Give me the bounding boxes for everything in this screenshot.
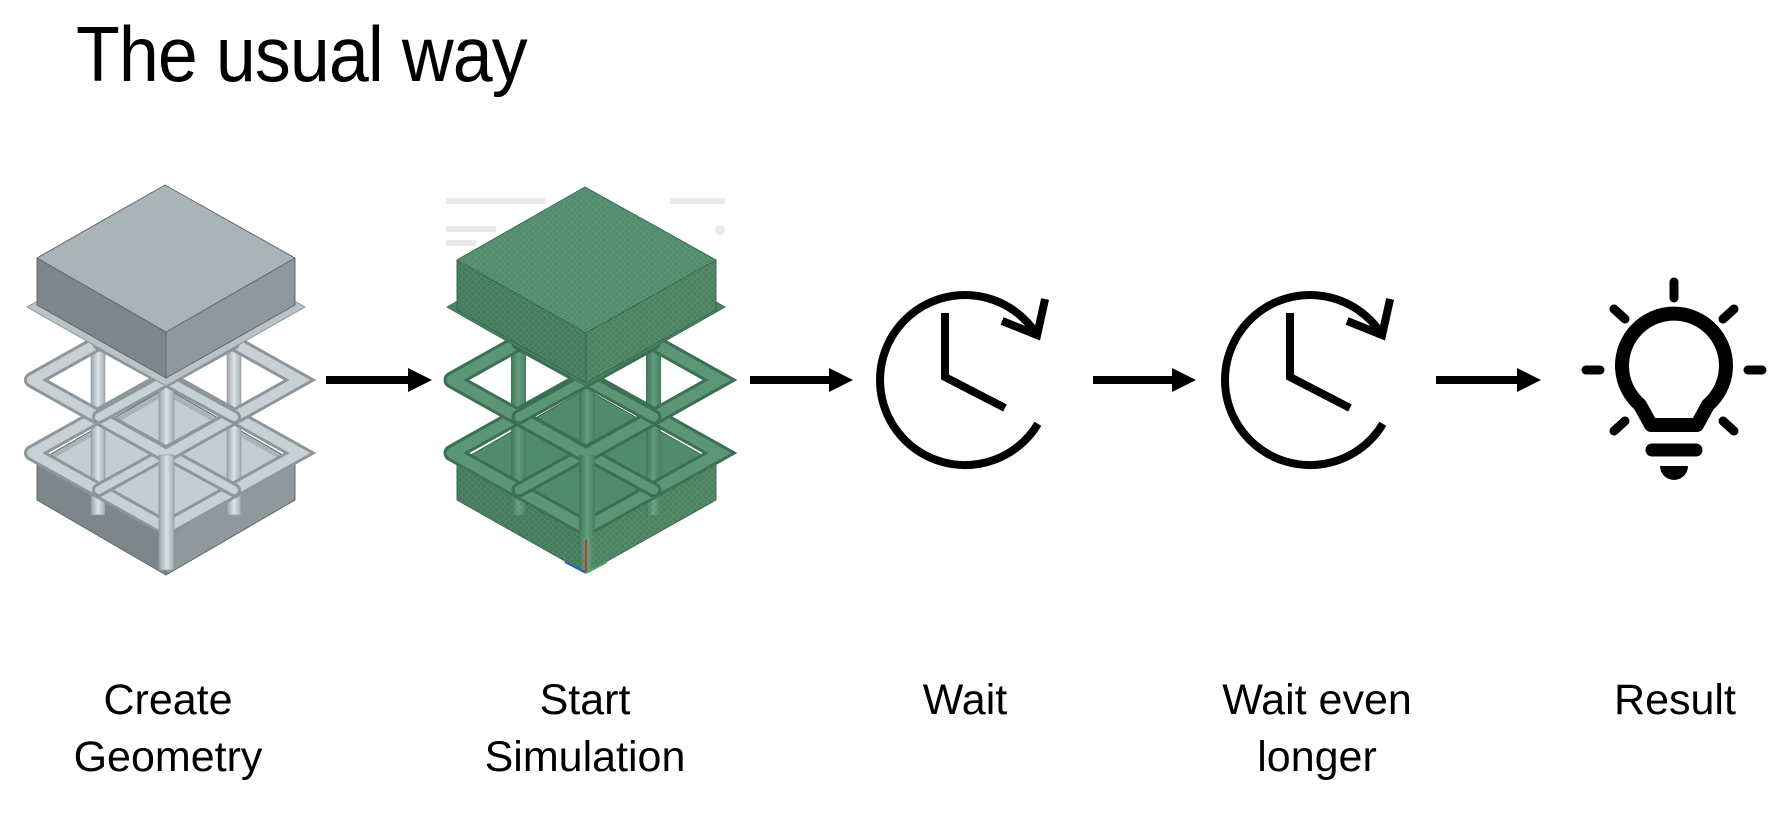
clock-arc — [876, 291, 1042, 469]
label-line: Start — [539, 676, 631, 724]
clock-arrowhead — [1000, 298, 1050, 341]
step-label-result: Result — [1515, 672, 1789, 729]
label-line: longer — [1257, 733, 1377, 781]
clock-refresh-icon — [876, 291, 1050, 469]
clock-arc — [1221, 291, 1387, 469]
label-line: Simulation — [484, 733, 686, 781]
right-arrow-icon — [1436, 368, 1541, 392]
label-line: Wait — [922, 676, 1008, 724]
lightbulb-cap — [1660, 466, 1688, 480]
label-line: Wait even — [1222, 676, 1412, 724]
lightbulb-rays — [1581, 277, 1767, 436]
cad-top-block — [36, 184, 296, 379]
lightbulb-glass — [1615, 306, 1733, 432]
right-arrow-icon — [1093, 368, 1196, 392]
slide-title: The usual way — [76, 10, 528, 98]
label-line: Result — [1614, 676, 1736, 724]
clock-arrowhead — [1345, 298, 1395, 341]
step-label-wait: Wait — [805, 672, 1125, 729]
clock-hands — [941, 313, 1007, 412]
right-arrow-icon — [750, 368, 853, 392]
label-line: Geometry — [73, 733, 263, 781]
step-label-wait-even-longer: Wait even longer — [1157, 672, 1477, 786]
green-meshed-lattice-model — [443, 186, 738, 574]
clock-hands — [1286, 313, 1352, 412]
lightbulb-icon — [1581, 277, 1767, 480]
gray-lattice-cad-model — [24, 184, 317, 576]
step-label-start-simulation: Start Simulation — [425, 672, 745, 786]
label-line: Create — [103, 676, 233, 724]
coordinate-axes-triad — [564, 540, 608, 574]
step-label-create-geometry: Create Geometry — [8, 672, 328, 786]
clock-refresh-icon — [1221, 291, 1395, 469]
right-arrow-icon — [326, 368, 432, 392]
